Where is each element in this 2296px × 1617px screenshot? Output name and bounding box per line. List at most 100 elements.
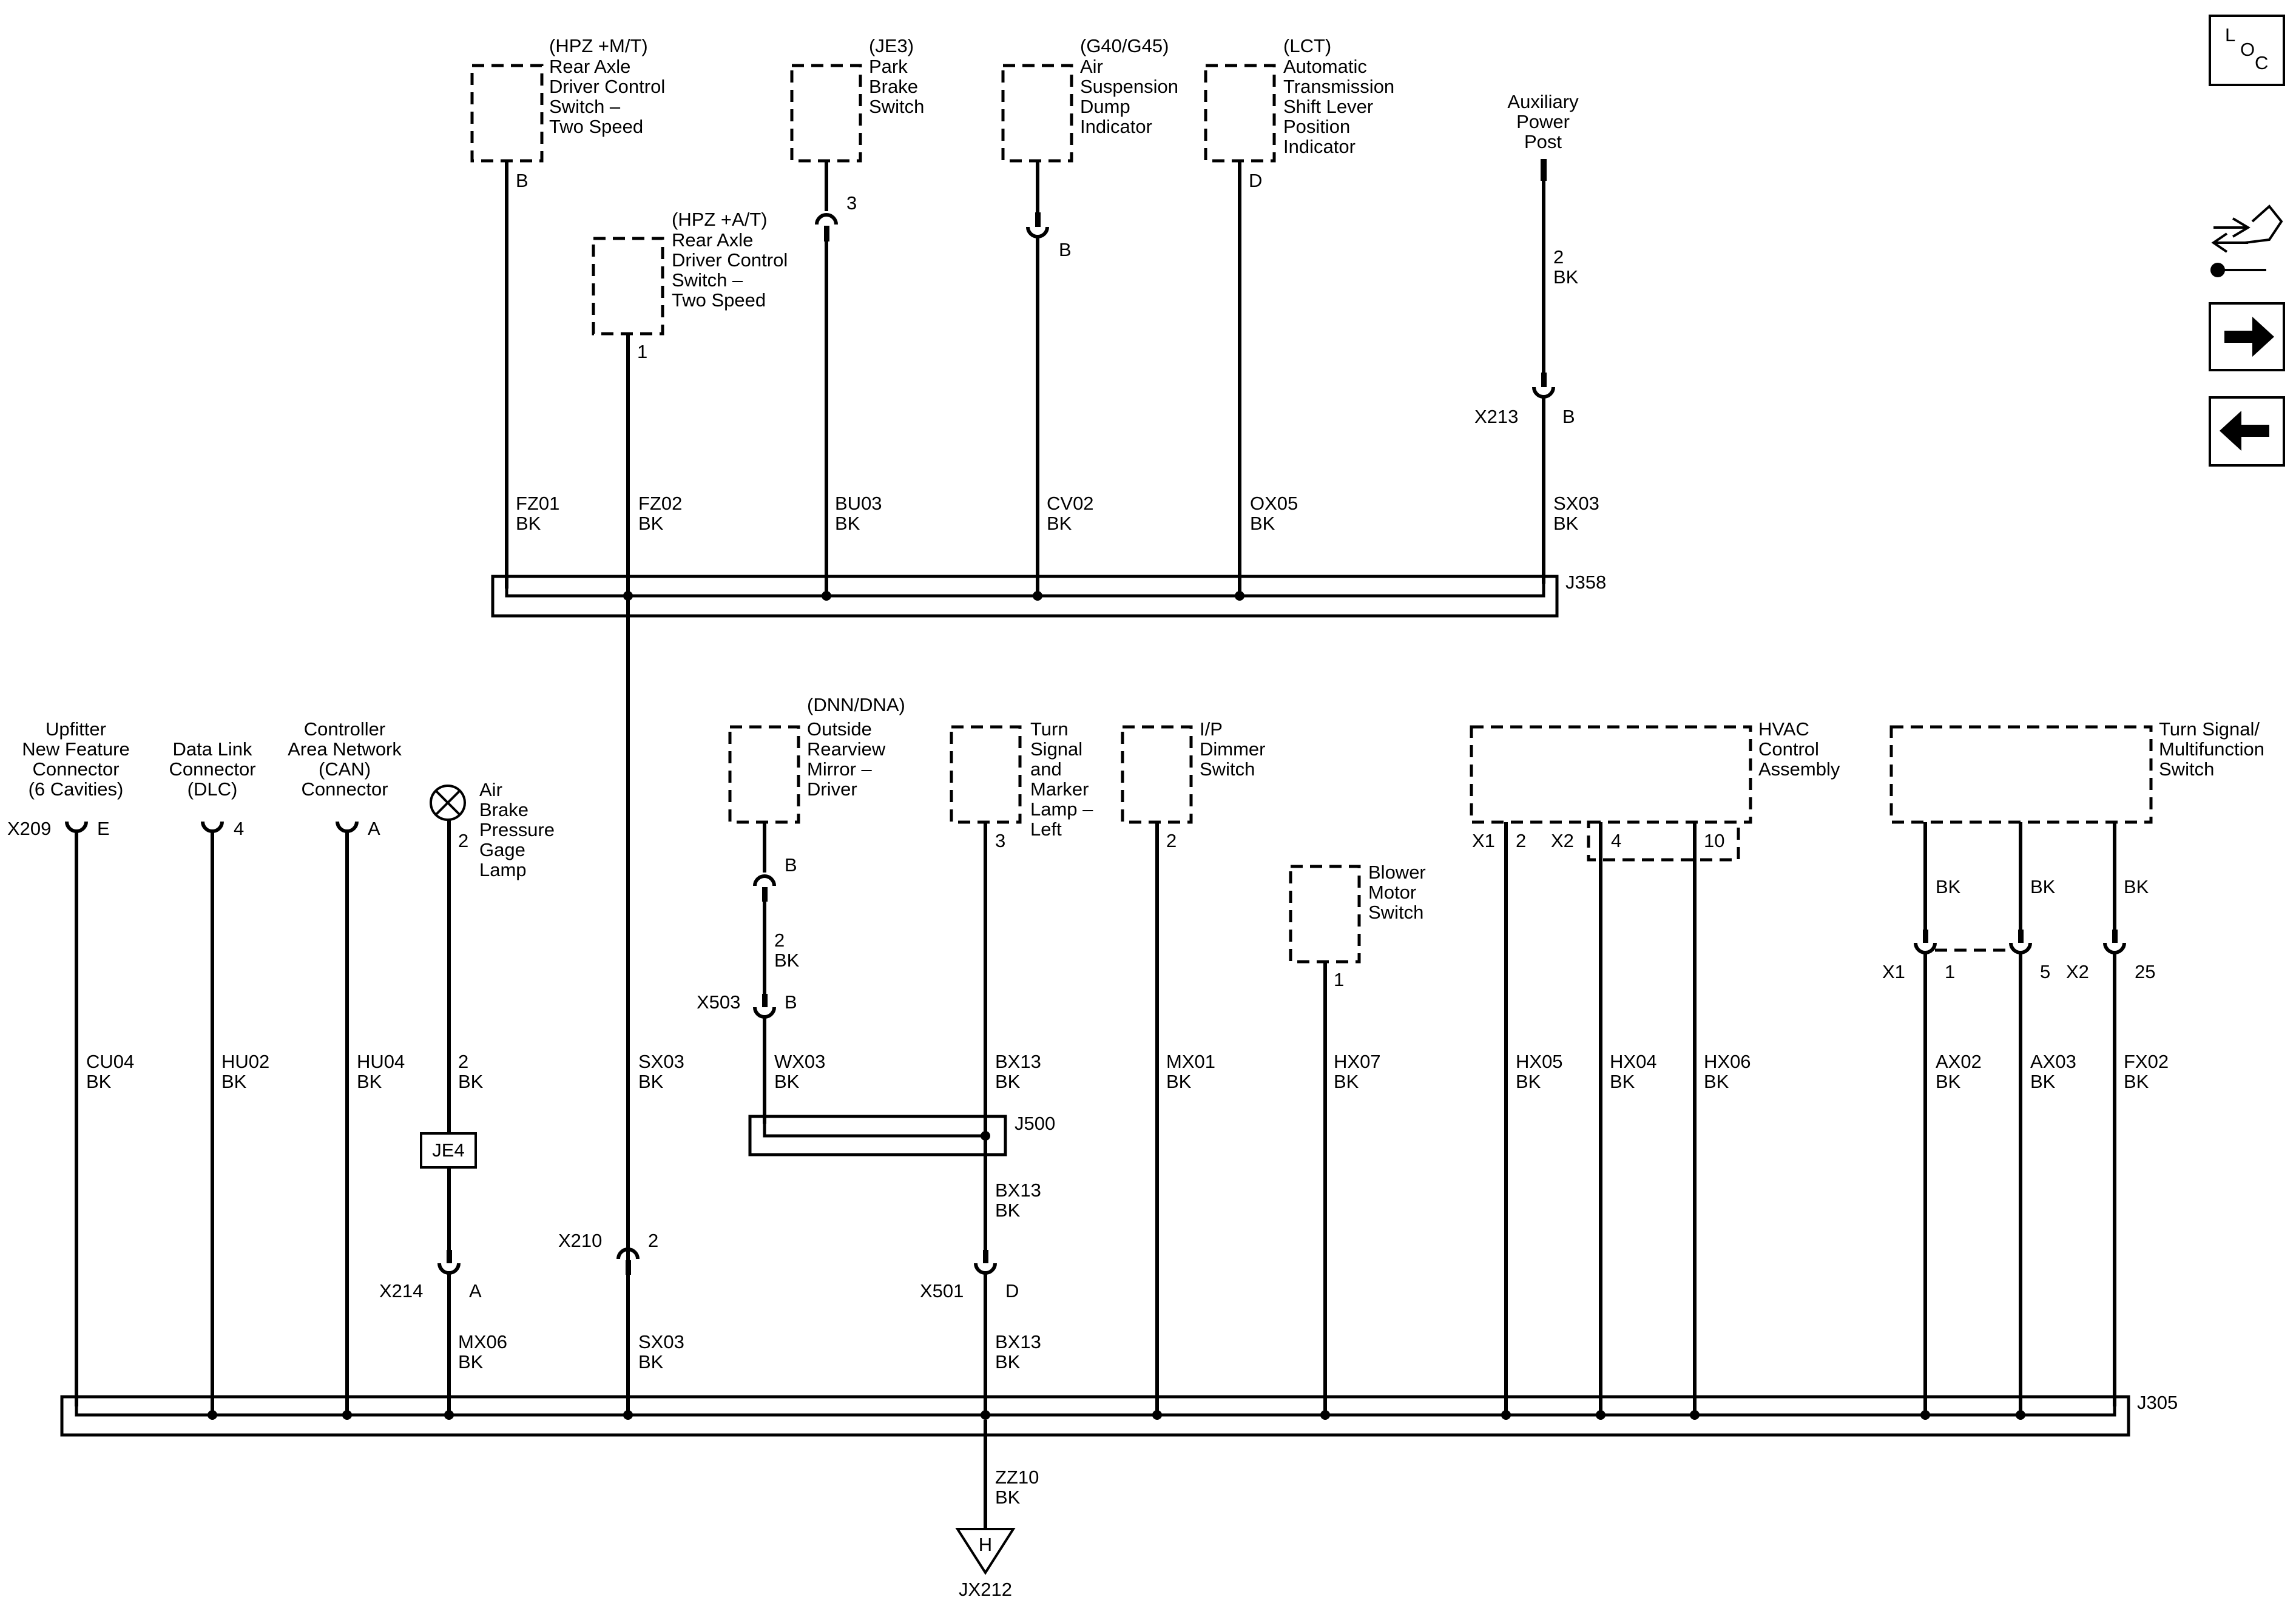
component-label: Assembly — [1758, 758, 1840, 780]
component-label: Connector — [32, 758, 119, 780]
pin-label: A — [368, 818, 380, 839]
pin-label: B — [1059, 239, 1072, 260]
pin-label: 1 — [1945, 961, 1955, 982]
circuit-number: MX06 — [458, 1331, 507, 1352]
circuit-number: FZ01 — [516, 493, 559, 514]
wire-color: BK — [774, 950, 800, 971]
ground-icon — [955, 1528, 1016, 1575]
component-label: Lamp – — [1030, 798, 1093, 820]
connector-label: X1 — [1472, 830, 1495, 851]
sx03-circuit: SX03 BK X210 2 SX03 BK — [558, 1051, 684, 1372]
component-qualifier: (JE3) — [869, 35, 914, 56]
pin-label: 3 — [846, 192, 857, 214]
circuit-number: HX05 — [1516, 1051, 1563, 1072]
pin-label: B — [516, 170, 528, 191]
wire-number: 2 — [458, 1051, 468, 1072]
component-label: Suspension — [1080, 76, 1178, 97]
component-label: Upfitter — [46, 718, 106, 740]
data-link-connector: Data Link Connector (DLC) 4 HU02 BK — [169, 738, 269, 1414]
pin-label: B — [1562, 406, 1575, 427]
circuit-number: CV02 — [1047, 493, 1094, 514]
wire-color: BK — [995, 1351, 1021, 1372]
connector-label: X1 — [1882, 961, 1905, 982]
component-label: Transmission — [1283, 76, 1394, 97]
connector-label: X213 — [1474, 406, 1518, 427]
component-qualifier: (HPZ +M/T) — [549, 35, 648, 56]
component-label: I/P — [1200, 718, 1223, 740]
circuit-number: CU04 — [86, 1051, 134, 1072]
wire-color: BK — [458, 1351, 484, 1372]
service-info-icon[interactable] — [2210, 204, 2283, 277]
nav-panel: L O C — [2209, 15, 2285, 467]
component-label: (CAN) — [319, 758, 371, 780]
arrow-left-icon — [2220, 411, 2269, 451]
pin-label: B — [785, 854, 797, 876]
component-label: Connector — [169, 758, 255, 780]
component-label: Brake — [869, 76, 918, 97]
pin-label: B — [785, 991, 797, 1013]
component-label: Power — [1516, 111, 1570, 132]
connector-label: X2 — [2066, 961, 2089, 982]
pin-label: 2 — [1516, 830, 1526, 851]
circuit-number: HX06 — [1704, 1051, 1751, 1072]
component-label: Rear Axle — [672, 229, 753, 251]
component-label: Data Link — [173, 738, 252, 760]
wire-color: BK — [638, 513, 664, 534]
pin-label: 2 — [1166, 830, 1177, 851]
next-page-button[interactable] — [2209, 302, 2285, 371]
pin-label: A — [469, 1280, 482, 1301]
component-label: Mirror – — [807, 758, 873, 780]
option-code: JE4 — [432, 1139, 464, 1161]
component-qualifier: (HPZ +A/T) — [672, 209, 768, 230]
wire-color: BK — [2030, 1071, 2056, 1092]
component-label: (6 Cavities) — [29, 778, 124, 800]
wire-color: BK — [995, 1200, 1021, 1221]
component-label: Rearview — [807, 738, 886, 760]
splice-pack-j500: J500 — [748, 1113, 1055, 1156]
auxiliary-power-post: Auxiliary Power Post 2 BK X213 B SX03 BK — [1474, 91, 1599, 584]
component-label: Controller — [304, 718, 385, 740]
component-label: Shift Lever — [1283, 96, 1373, 117]
wire-color: BK — [221, 1071, 247, 1092]
component-label: Blower — [1368, 862, 1426, 883]
ip-dimmer-switch: I/P Dimmer Switch 2 MX01 BK — [1121, 718, 1266, 1414]
circuit-number: WX03 — [774, 1051, 825, 1072]
component-label: HVAC — [1758, 718, 1809, 740]
previous-page-button[interactable] — [2209, 396, 2285, 467]
wire-color: BK — [1516, 1071, 1541, 1092]
rear-axle-switch-at: (HPZ +A/T) Rear Axle Driver Control Swit… — [592, 209, 788, 1414]
pin-label: 3 — [995, 830, 1005, 851]
location-button[interactable]: L O C — [2209, 15, 2285, 86]
wire-color: BK — [1334, 1071, 1359, 1092]
component-label: Pressure — [479, 819, 555, 840]
connector-label: X209 — [7, 818, 51, 839]
wire-color: BK — [2030, 876, 2056, 897]
circuit-number: HX07 — [1334, 1051, 1381, 1072]
component-label: Brake — [479, 799, 528, 820]
wire-color: BK — [2124, 1071, 2149, 1092]
component-label: Driver Control — [672, 249, 788, 271]
park-brake-switch: (JE3) Park Brake Switch 3 BU03 BK — [790, 35, 924, 595]
splice-label: J358 — [1565, 572, 1606, 593]
component-label: Switch — [1368, 902, 1423, 923]
wire-color: BK — [2124, 876, 2149, 897]
wire-color: BK — [995, 1071, 1021, 1092]
wire-color: BK — [1936, 1071, 1961, 1092]
component-label: Area Network — [288, 738, 402, 760]
splice-pack-j358: J358 — [491, 572, 1606, 618]
pin-label: D — [1249, 170, 1262, 191]
connector-label: X214 — [379, 1280, 423, 1301]
component-label: Gage — [479, 839, 525, 860]
component-label: Driver Control — [549, 76, 665, 97]
wire-color: BK — [1553, 513, 1579, 534]
circuit-number: FX02 — [2124, 1051, 2169, 1072]
wire-color: BK — [516, 513, 541, 534]
circuit-number: MX01 — [1166, 1051, 1215, 1072]
wire-color: BK — [1047, 513, 1072, 534]
pin-label: 10 — [1704, 830, 1724, 851]
wire-color: BK — [1166, 1071, 1192, 1092]
component-label: Rear Axle — [549, 56, 630, 77]
component-label: Switch — [1200, 758, 1255, 780]
splice-label: J500 — [1015, 1113, 1055, 1134]
circuit-number: BX13 — [995, 1051, 1041, 1072]
